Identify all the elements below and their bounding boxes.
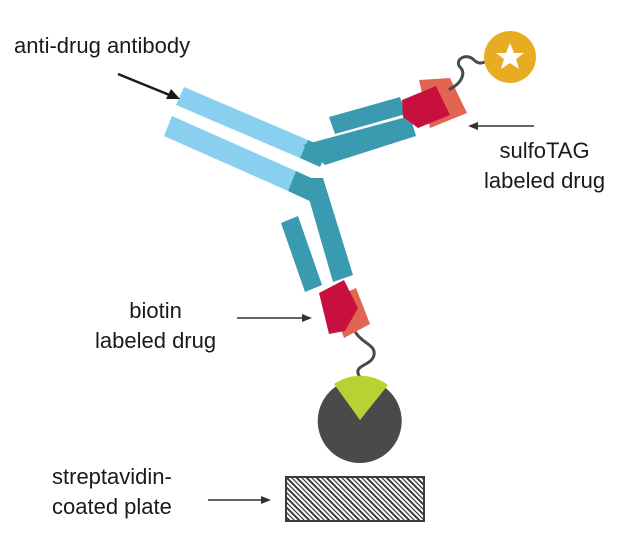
streptavidin [317,375,402,464]
plate-hatch-line [420,477,424,481]
plate-hatch-line [335,477,381,521]
plate-hatch-line [295,477,341,521]
plate-hatch-line [370,477,416,521]
arrow-to-biotin [237,314,312,322]
plate-hatch-line [410,477,424,491]
label-anti-drug-antibody-text: anti-drug antibody [14,33,191,58]
sulfotag-linker [448,55,492,91]
antibody-light-chain-lower [164,116,296,191]
antibody-heavy-chain-right-arm [303,116,416,165]
plate-hatch-line [405,477,424,497]
label-sulfotag-line1: sulfoTAG [499,138,590,163]
label-plate-line1: streptavidin- [52,464,172,489]
plate-hatch-line [355,477,401,521]
plate-hatch-line [290,477,336,521]
plate-hatch-line [305,477,351,521]
arrow-to-antibody [117,72,180,99]
plate-hatch-line [415,477,424,487]
plate-hatch-line [320,477,366,521]
plate-hatch-line [300,477,346,521]
antibody-light-chain-upper [176,87,308,158]
plate-hatch-line [286,495,311,521]
plate-hatch-line [395,477,424,507]
plate-hatch-line [390,477,424,511]
arrow-to-sulfotag [468,122,534,130]
plate-hatch-line [286,505,301,521]
plate-hatch-line [330,477,376,521]
biotin-drug-magenta [319,280,358,334]
plate-hatch-line [360,477,406,521]
plate-hatch-line [286,481,326,521]
label-biotin-line2: labeled drug [95,328,217,353]
anti-drug-antibody [164,87,416,292]
plate-hatch-line [310,477,356,521]
plate-hatch-line [375,477,421,521]
streptavidin-body [317,385,402,464]
label-sulfotag-line2: labeled drug [484,168,606,193]
star-icon [496,43,524,69]
plate-hatch-line [286,485,321,521]
biotin-labeled-drug [319,280,376,386]
plate-hatch-line [286,501,306,521]
plate-hatch-line [286,491,316,521]
antibody-stem [303,178,353,282]
biotin-wedge [334,375,388,420]
streptavidin-coated-plate [236,476,475,522]
arrows [117,72,534,504]
plate-hatch-line [325,477,371,521]
arrow-to-plate [208,496,271,504]
plate-hatch-line [431,477,475,521]
plate-hatch-line [400,477,424,501]
sulfotag-labeled-drug [402,31,536,128]
label-streptavidin-coated-plate: streptavidin- coated plate [52,462,172,522]
plate-hatch-line [236,477,280,521]
plate-hatch-line [365,477,411,521]
label-plate-line2: coated plate [52,494,172,519]
plate-hatch-line [315,477,361,521]
antibody-light-chain-right [329,97,406,134]
label-biotin-labeled-drug: biotin labeled drug [95,296,216,356]
plate-hatch-line [380,477,424,521]
label-sulfotag-labeled-drug: sulfoTAG labeled drug [484,136,605,196]
antibody-light-chain-bottom [281,216,322,292]
plate-hatch-line [350,477,396,521]
plate-hatch-line [385,477,424,517]
plate-hatch-line [340,477,386,521]
plate-hatch-line [286,477,331,521]
label-anti-drug-antibody: anti-drug antibody [14,31,190,61]
sulfotag-drug-magenta [402,86,450,128]
plate-hatch-line [426,477,470,521]
label-biotin-line1: biotin [129,298,182,323]
plate-hatch-line [345,477,391,521]
plate-hatch-line [286,511,296,521]
